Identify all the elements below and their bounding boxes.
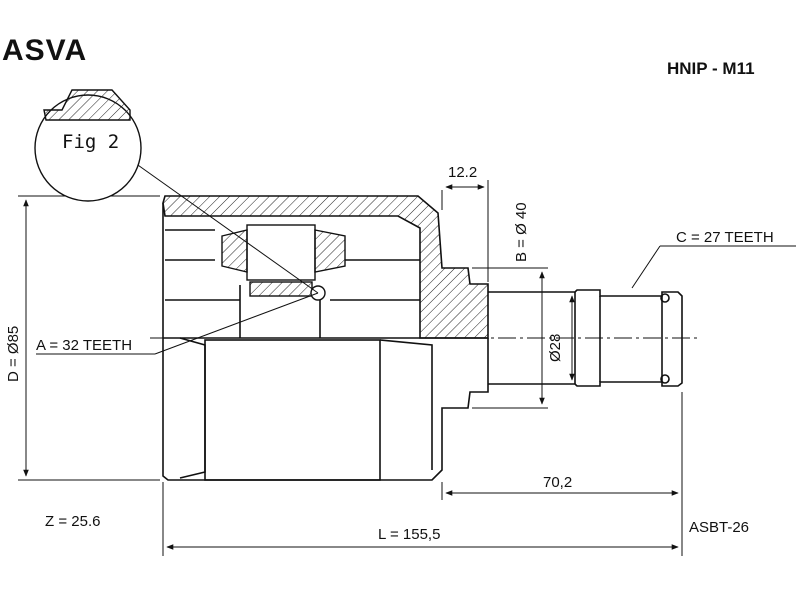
housing-section — [162, 195, 489, 339]
figure-label: Fig 2 — [62, 131, 120, 153]
brand-logo: ASVA — [2, 34, 88, 67]
a-teeth-label: A = 32 TEETH — [36, 337, 133, 354]
part-number: HNIP - M11 — [667, 59, 755, 78]
shaft — [488, 289, 683, 387]
housing — [162, 195, 489, 481]
housing-body — [162, 203, 489, 481]
stem-diameter-label: Ø28 — [547, 333, 564, 362]
b-diameter-label: B = Ø 40 — [513, 202, 530, 262]
d-diameter-label: D = Ø85 — [5, 325, 22, 382]
dimension-lines — [18, 157, 796, 556]
fig-callout — [34, 89, 142, 202]
length-label: L = 155,5 — [378, 526, 441, 543]
reference-code: ASBT-26 — [689, 519, 750, 536]
dim-70-label: 70,2 — [543, 474, 573, 491]
c-teeth-label: C = 27 TEETH — [676, 229, 774, 246]
dim-12-label: 12.2 — [448, 164, 478, 181]
z-label: Z = 25.6 — [45, 513, 101, 530]
